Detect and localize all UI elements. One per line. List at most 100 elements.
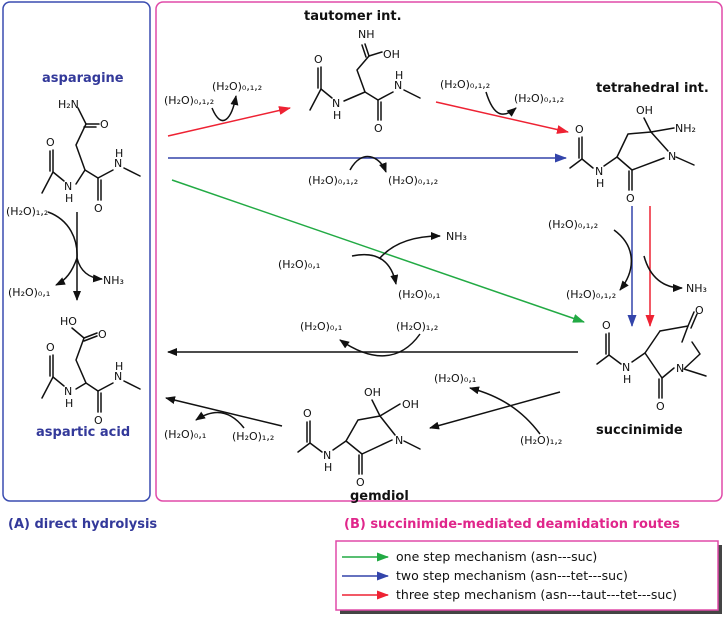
panel-a-border xyxy=(2,1,151,502)
water-in-red-2: (H₂O)₀,₁,₂ xyxy=(440,78,490,91)
svg-text:O: O xyxy=(94,202,103,215)
svg-text:O: O xyxy=(656,400,665,413)
water-in-tet: (H₂O)₀,₁,₂ xyxy=(548,218,598,231)
svg-text:N: N xyxy=(668,150,676,163)
svg-text:N: N xyxy=(64,180,72,193)
svg-text:O: O xyxy=(356,476,365,489)
svg-text:O: O xyxy=(374,122,383,135)
curved-arrow-red-1 xyxy=(211,95,239,122)
svg-text:O: O xyxy=(695,304,704,317)
svg-text:OH: OH xyxy=(383,48,400,61)
svg-text:H: H xyxy=(65,397,73,410)
svg-text:O: O xyxy=(94,414,103,427)
water-in-a: (H₂O)₁,₂ xyxy=(6,205,48,218)
svg-text:O: O xyxy=(626,192,635,205)
aspartic-acid-structure: HO O O N H O N H aspartic acid xyxy=(36,315,141,440)
svg-text:O: O xyxy=(602,319,611,332)
arrow-red-taut-to-tet xyxy=(435,101,569,134)
arrow-green-asn-to-suc xyxy=(171,179,585,323)
svg-text:H: H xyxy=(65,192,73,205)
svg-text:O: O xyxy=(98,328,107,341)
nh3-out-tet: NH₃ xyxy=(686,282,707,295)
aspartic-acid-title: aspartic acid xyxy=(36,425,130,440)
curved-arrow-green-nh3 xyxy=(379,232,441,259)
water-out-blue-1: (H₂O)₀,₁,₂ xyxy=(388,174,438,187)
arrow-gem-to-asp xyxy=(165,396,283,427)
svg-text:N: N xyxy=(622,361,630,374)
section-b-label: (B) succinimide-mediated deamidation rou… xyxy=(344,517,680,532)
svg-text:N: N xyxy=(332,97,340,110)
curved-arrow-green-in xyxy=(351,253,399,285)
legend-label-0: one step mechanism (asn---suc) xyxy=(396,549,597,564)
svg-text:O: O xyxy=(303,407,312,420)
water-in-suc-gem: (H₂O)₁,₂ xyxy=(520,434,562,447)
svg-text:N: N xyxy=(395,434,403,447)
svg-text:H: H xyxy=(115,147,123,160)
curved-arrow-water-in-a xyxy=(47,211,78,259)
svg-text:H: H xyxy=(623,373,631,386)
curved-arrow-suc-gem xyxy=(469,386,541,435)
svg-text:NH: NH xyxy=(358,28,375,41)
svg-text:O: O xyxy=(100,118,109,131)
asparagine-structure: asparagine O N H O H₂N O N H xyxy=(41,71,141,215)
svg-text:O: O xyxy=(575,123,584,136)
svg-text:N: N xyxy=(595,165,603,178)
svg-text:N: N xyxy=(114,370,122,383)
curved-arrow-suc-asp xyxy=(339,333,421,357)
nh3-out-a: NH₃ xyxy=(103,274,124,287)
succinimide-title: succinimide xyxy=(596,423,683,438)
curved-arrow-blue-1 xyxy=(349,155,387,173)
svg-text:N: N xyxy=(323,449,331,462)
water-out-gem-asp: (H₂O)₀,₁ xyxy=(164,428,206,441)
tautomer-structure: tautomer int. NH OH O N H O N H xyxy=(304,9,421,135)
section-a-label: (A) direct hydrolysis xyxy=(8,517,157,532)
svg-text:OH: OH xyxy=(364,386,381,399)
curved-arrow-red-2 xyxy=(485,91,517,117)
panel-b-border xyxy=(155,1,723,502)
curved-arrow-tet-nh3 xyxy=(643,255,683,292)
succinimide-structure: O N O N H O succinimide xyxy=(596,304,707,438)
curved-arrow-gem-asp xyxy=(195,411,245,429)
svg-text:H: H xyxy=(324,461,332,474)
gemdiol-structure: OH OH N O N H O gemdiol xyxy=(297,386,421,504)
water-out-red-1: (H₂O)₀,₁,₂ xyxy=(212,80,262,93)
water-in-blue-1: (H₂O)₀,₁,₂ xyxy=(308,174,358,187)
tetrahedral-title: tetrahedral int. xyxy=(596,81,709,96)
gemdiol-title: gemdiol xyxy=(350,489,409,504)
svg-text:OH: OH xyxy=(636,104,653,117)
nh3-out-green: NH₃ xyxy=(446,230,467,243)
svg-text:O: O xyxy=(46,136,55,149)
legend-box xyxy=(335,540,719,611)
water-out-red-2: (H₂O)₀,₁,₂ xyxy=(514,92,564,105)
direct-hydrolysis-step: (H₂O)₁,₂ NH₃ (H₂O)₀,₁ xyxy=(6,205,124,301)
svg-text:N: N xyxy=(64,385,72,398)
svg-text:OH: OH xyxy=(402,398,419,411)
svg-text:N: N xyxy=(394,79,402,92)
water-in-suc-asp: (H₂O)₁,₂ xyxy=(396,320,438,333)
water-out-tet: (H₂O)₀,₁,₂ xyxy=(566,288,616,301)
svg-text:H: H xyxy=(395,69,403,82)
water-in-red-1: (H₂O)₀,₁,₂ xyxy=(164,94,214,107)
water-in-gem-asp: (H₂O)₁,₂ xyxy=(232,430,274,443)
svg-text:O: O xyxy=(46,341,55,354)
svg-text:HO: HO xyxy=(60,315,77,328)
svg-text:O: O xyxy=(314,53,323,66)
svg-text:N: N xyxy=(676,362,684,375)
tetrahedral-structure: tetrahedral int. OH NH₂ N O N H O xyxy=(569,81,709,205)
water-out-a: (H₂O)₀,₁ xyxy=(8,286,50,299)
svg-text:N: N xyxy=(114,157,122,170)
arrow-red-asn-to-taut xyxy=(167,106,291,137)
svg-text:H: H xyxy=(596,177,604,190)
svg-text:H: H xyxy=(115,360,123,373)
svg-text:H: H xyxy=(333,109,341,122)
arrow-suc-to-gem xyxy=(429,391,561,430)
tautomer-title: tautomer int. xyxy=(304,9,402,24)
water-out-suc-asp: (H₂O)₀,₁ xyxy=(300,320,342,333)
curved-arrow-nh3-out-a xyxy=(76,257,103,283)
legend-label-1: two step mechanism (asn---tet---suc) xyxy=(396,568,628,583)
svg-text:H₂N: H₂N xyxy=(58,98,79,111)
water-out-green: (H₂O)₀,₁ xyxy=(398,288,440,301)
curved-arrow-tet-water xyxy=(613,229,633,291)
legend-label-2: three step mechanism (asn---taut---tet--… xyxy=(396,587,677,602)
